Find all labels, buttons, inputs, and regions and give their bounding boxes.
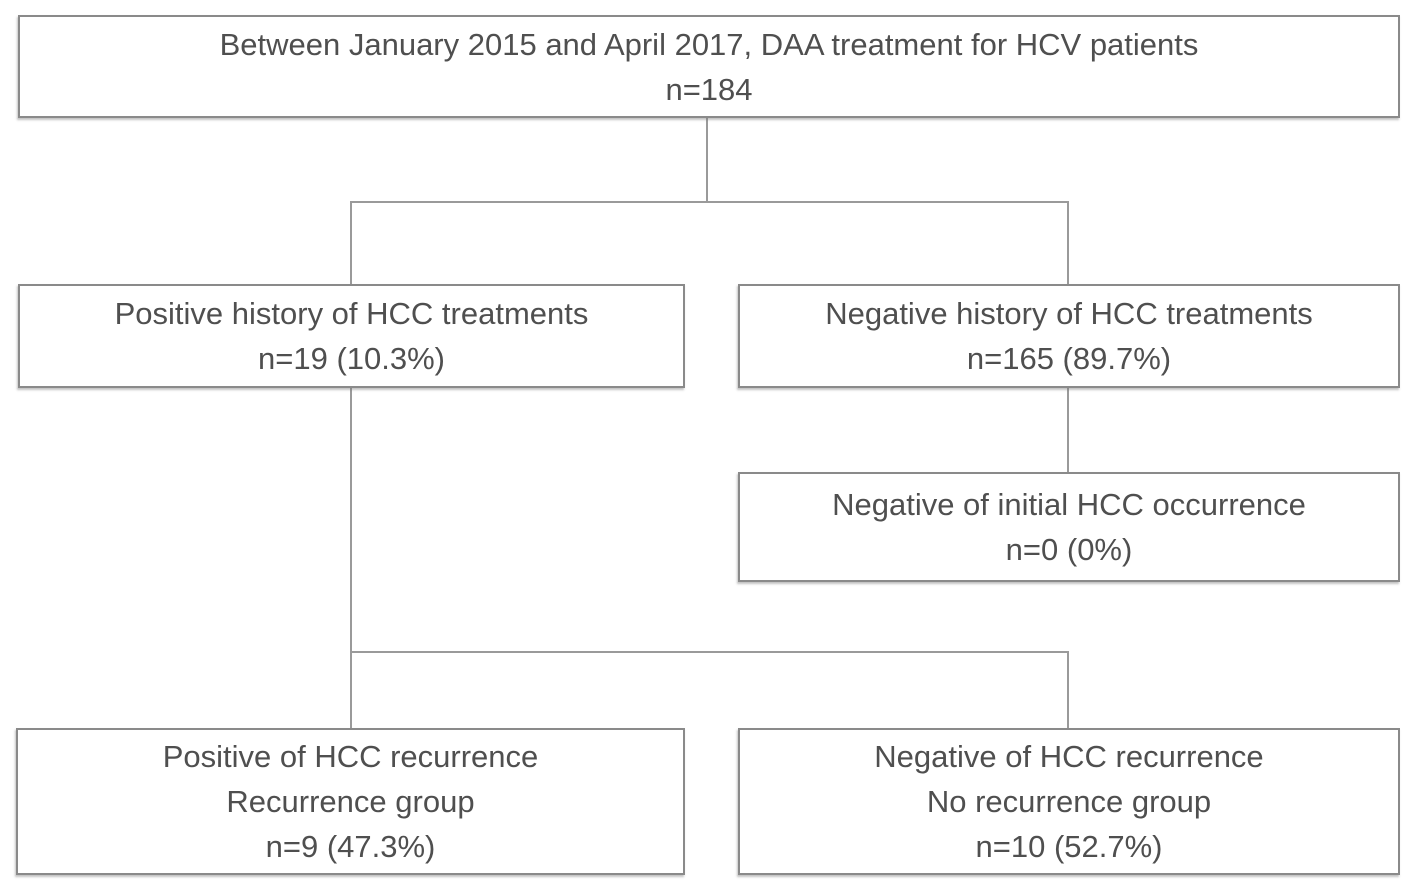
flow-box-negative-history-line-1: Negative history of HCC treatments (825, 296, 1313, 331)
connector-to-negative-initial (1067, 388, 1069, 474)
flow-box-root-line-2: n=184 (665, 71, 753, 107)
flow-box-negative-initial-line-2: n=0 (0%) (1005, 532, 1133, 567)
flow-box-no-recurrence-line-2: No recurrence group (926, 784, 1212, 819)
flow-box-no-recurrence-group: Negative of HCC recurrence No recurrence… (738, 728, 1400, 875)
flow-box-recurrence-line-2: Recurrence group (226, 784, 475, 819)
flow-box-negative-initial-occurrence: Negative of initial HCC occurrence n=0 (… (738, 472, 1400, 582)
flow-box-no-recurrence-line-3: n=10 (52.7%) (975, 829, 1163, 864)
flow-box-negative-initial-line-1: Negative of initial HCC occurrence (832, 487, 1306, 522)
flow-box-negative-history: Negative history of HCC treatments n=165… (738, 284, 1400, 388)
connector-to-negative-history (1067, 201, 1069, 286)
connector-root-stem (706, 118, 708, 203)
flow-box-no-recurrence-line-1: Negative of HCC recurrence (874, 739, 1264, 774)
connector-bottom-branch-bar (350, 651, 1069, 653)
flow-box-recurrence-group: Positive of HCC recurrence Recurrence gr… (16, 728, 685, 875)
connector-top-branch-bar (350, 201, 1069, 203)
connector-to-positive-history (350, 201, 352, 286)
flow-box-recurrence-line-1: Positive of HCC recurrence (162, 739, 539, 774)
flow-box-recurrence-line-3: n=9 (47.3%) (265, 829, 436, 864)
flow-box-positive-history: Positive history of HCC treatments n=19 … (18, 284, 685, 388)
flow-box-root-line-1: Between January 2015 and April 2017, DAA… (219, 26, 1199, 62)
connector-to-no-recurrence (1067, 651, 1069, 730)
flow-box-positive-history-line-2: n=19 (10.3%) (258, 341, 445, 376)
flow-box-negative-history-line-2: n=165 (89.7%) (966, 341, 1172, 376)
flow-box-positive-history-line-1: Positive history of HCC treatments (114, 296, 589, 331)
flow-box-root: Between January 2015 and April 2017, DAA… (18, 15, 1400, 118)
connector-positive-history-stem (350, 388, 352, 730)
